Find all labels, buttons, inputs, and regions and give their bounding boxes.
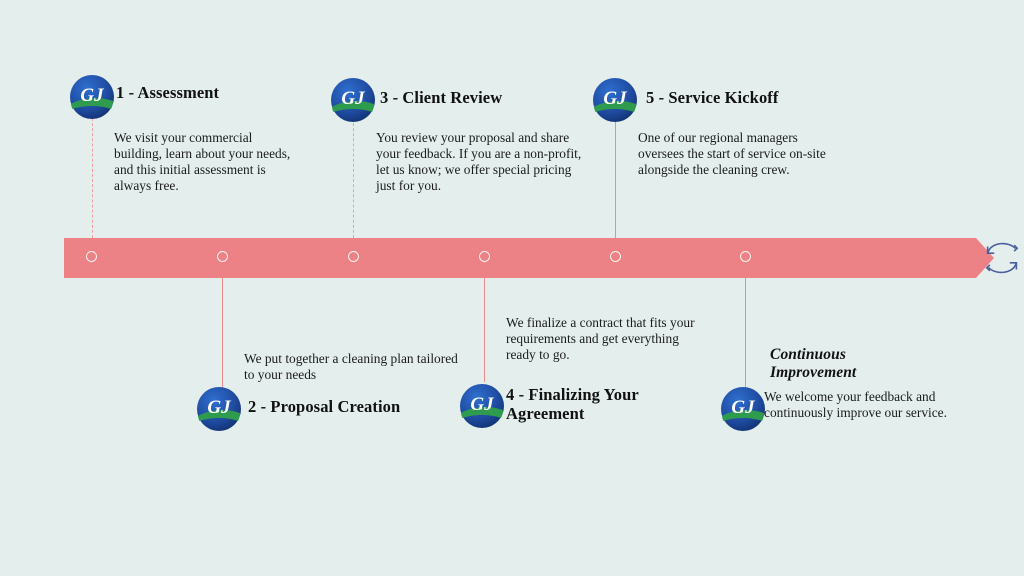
step-description-1: We visit your commercial building, learn… [114,130,291,194]
step-title-4: 4 - Finalizing Your Agreement [506,385,639,423]
continuous-cycle-arrows-icon [981,236,1023,280]
step-title-6: Continuous Improvement [770,346,857,382]
logo-badge-step-6: GJ [720,386,766,432]
timeline-marker-5[interactable] [610,251,621,262]
logo-badge-step-1: GJ [69,74,115,120]
logo-badge-step-5: GJ [592,77,638,123]
connector-step-6 [745,278,746,388]
svg-text:GJ: GJ [341,88,365,109]
step-description-5: One of our regional managers oversees th… [638,130,826,178]
connector-step-4 [484,278,485,382]
step-description-2: We put together a cleaning plan tailored… [244,351,458,383]
svg-text:GJ: GJ [207,397,231,418]
connector-step-2 [222,278,223,388]
step-description-3: You review your proposal and share your … [376,130,582,194]
svg-text:GJ: GJ [470,394,494,415]
timeline-marker-2[interactable] [217,251,228,262]
logo-badge-step-4: GJ [459,383,505,429]
svg-text:GJ: GJ [603,88,627,109]
timeline-marker-4[interactable] [479,251,490,262]
connector-step-5 [615,122,616,238]
connector-step-3 [353,118,354,238]
timeline-marker-1[interactable] [86,251,97,262]
step-description-4: We finalize a contract that fits your re… [506,315,695,363]
logo-badge-step-3: GJ [330,77,376,123]
step-title-3: 3 - Client Review [380,88,503,107]
svg-text:GJ: GJ [80,85,104,106]
step-title-1: 1 - Assessment [116,83,220,102]
timeline-bar [64,238,976,278]
svg-text:GJ: GJ [731,397,755,418]
logo-badge-step-2: GJ [196,386,242,432]
step-description-6: We welcome your feedback and continuousl… [764,389,947,421]
step-title-2: 2 - Proposal Creation [248,397,401,416]
timeline-marker-3[interactable] [348,251,359,262]
step-title-5: 5 - Service Kickoff [646,88,779,107]
connector-step-1 [92,118,93,238]
timeline-marker-6[interactable] [740,251,751,262]
